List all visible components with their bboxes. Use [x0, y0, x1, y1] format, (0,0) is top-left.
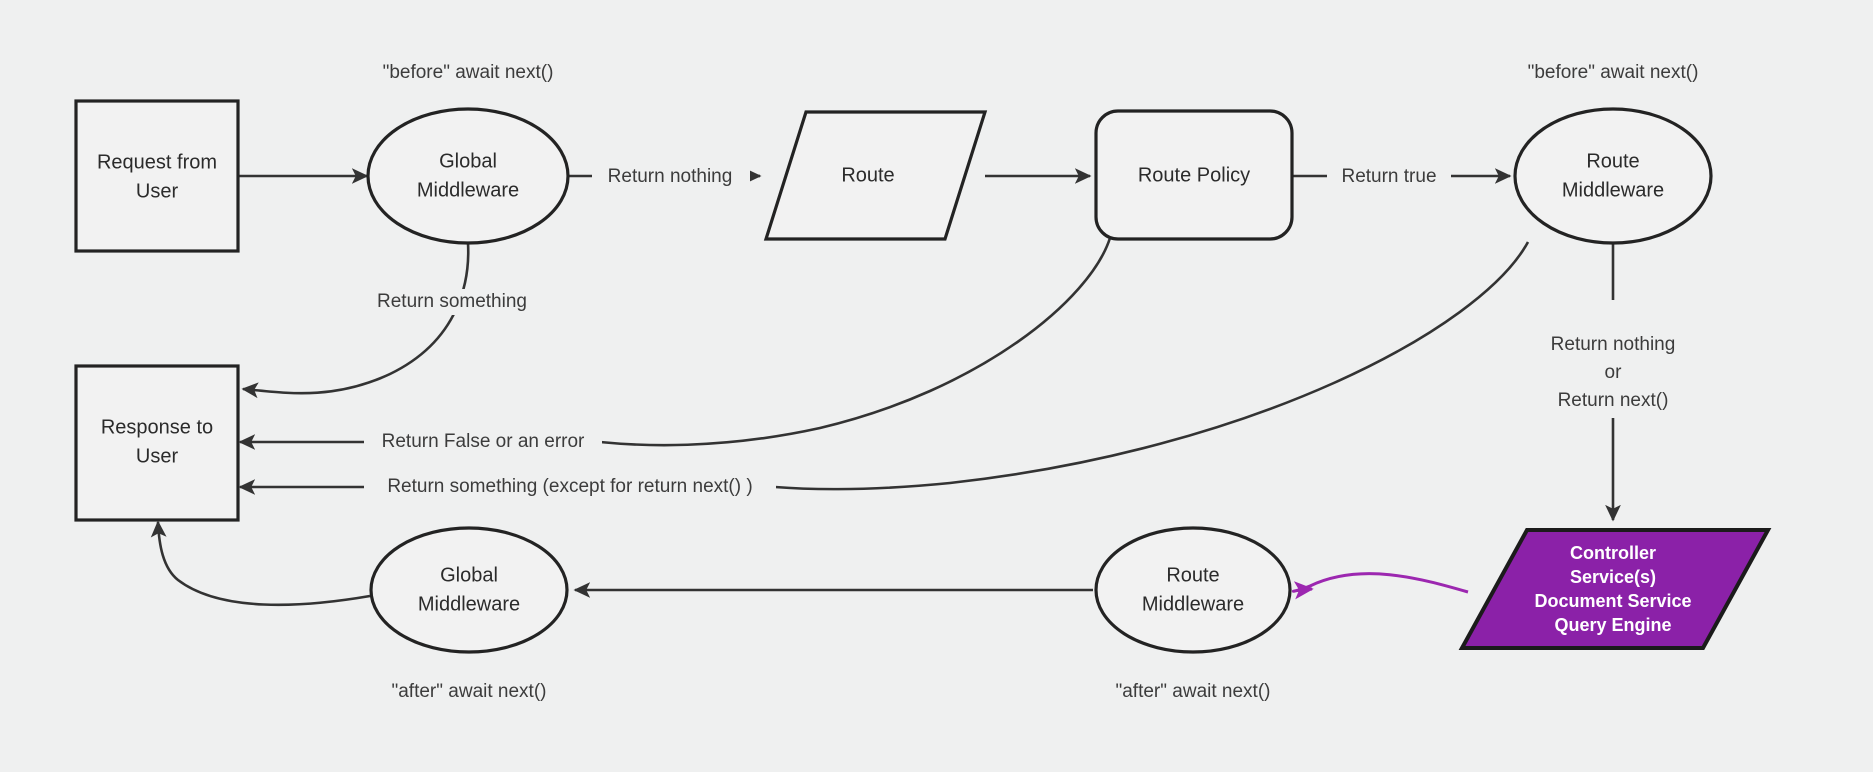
edge-labels-layer: Return nothing Return true Return someth…: [362, 163, 1700, 500]
label-bg-return-nothing-or-next: [1528, 300, 1700, 390]
nodes-layer: Request from User Global Middleware Rout…: [74, 99, 1772, 654]
node-route[interactable]: Route: [763, 110, 988, 241]
edges-layer: [150, 168, 1621, 607]
controller-services-shape[interactable]: [1458, 528, 1772, 650]
label-bg-return-something-except: [364, 474, 776, 500]
response-to-user-shape[interactable]: [74, 364, 240, 522]
node-route-policy[interactable]: Route Policy: [1094, 109, 1294, 241]
edge-route-policy-return-false-curve: [599, 237, 1112, 447]
route-policy-shape[interactable]: [1094, 109, 1294, 241]
node-request-from-user[interactable]: Request from User: [74, 99, 240, 253]
request-from-user-shape[interactable]: [74, 99, 240, 253]
controller-label-line2: Service(s): [1570, 567, 1656, 587]
route-shape[interactable]: [763, 110, 988, 241]
controller-label-line1: Controller: [1570, 543, 1656, 563]
annotation-before-global-middleware: "before" await next(): [383, 62, 554, 83]
edge-label-return-nothing: Return nothing: [608, 166, 733, 187]
annotation-after-route-middleware: "after" await next(): [1116, 681, 1271, 702]
annotation-before-route-middleware: "before" await next(): [1528, 62, 1699, 83]
annotation-after-global-middleware: "after" await next(): [392, 681, 547, 702]
controller-label-line4: Query Engine: [1554, 615, 1671, 635]
label-bg-return-something: [362, 289, 542, 315]
edge-route-middleware-return-something-curve: [774, 241, 1530, 491]
label-bg-return-nothing: [592, 163, 750, 189]
annotations-layer: "before" await next() "before" await nex…: [383, 62, 1699, 702]
edge-label-controller-line3: Return next(): [1558, 390, 1669, 411]
edge-label-return-false-or-error: Return False or an error: [382, 431, 585, 452]
edge-label-return-true: Return true: [1341, 166, 1436, 187]
label-bg-return-true: [1327, 163, 1451, 189]
label-bg-return-false: [364, 429, 602, 455]
edge-global-middleware-after-to-response: [150, 520, 371, 607]
node-route-middleware-after[interactable]: Route Middleware: [1094, 526, 1292, 654]
node-route-middleware-before[interactable]: Route Middleware: [1513, 107, 1713, 245]
node-global-middleware-before[interactable]: Global Middleware: [366, 107, 570, 245]
node-response-to-user[interactable]: Response to User: [74, 364, 240, 522]
node-global-middleware-after[interactable]: Global Middleware: [369, 526, 569, 654]
controller-label-line3: Document Service: [1534, 591, 1691, 611]
route-middleware-before-shape[interactable]: [1513, 107, 1713, 245]
edge-label-controller-line2: or: [1605, 362, 1623, 383]
edge-label-return-something-except-next: Return something (except for return next…: [387, 476, 752, 497]
edge-controller-to-route-middleware-after: [1291, 572, 1469, 600]
edge-label-controller-line1: Return nothing: [1551, 334, 1676, 355]
node-controller-services[interactable]: Controller Service(s) Document Service Q…: [1458, 528, 1772, 650]
edge-global-middleware-return-something: [241, 242, 470, 399]
global-middleware-after-shape[interactable]: [369, 526, 569, 654]
route-middleware-after-shape[interactable]: [1094, 526, 1292, 654]
global-middleware-before-shape[interactable]: [366, 107, 570, 245]
edge-label-return-something: Return something: [377, 291, 527, 312]
